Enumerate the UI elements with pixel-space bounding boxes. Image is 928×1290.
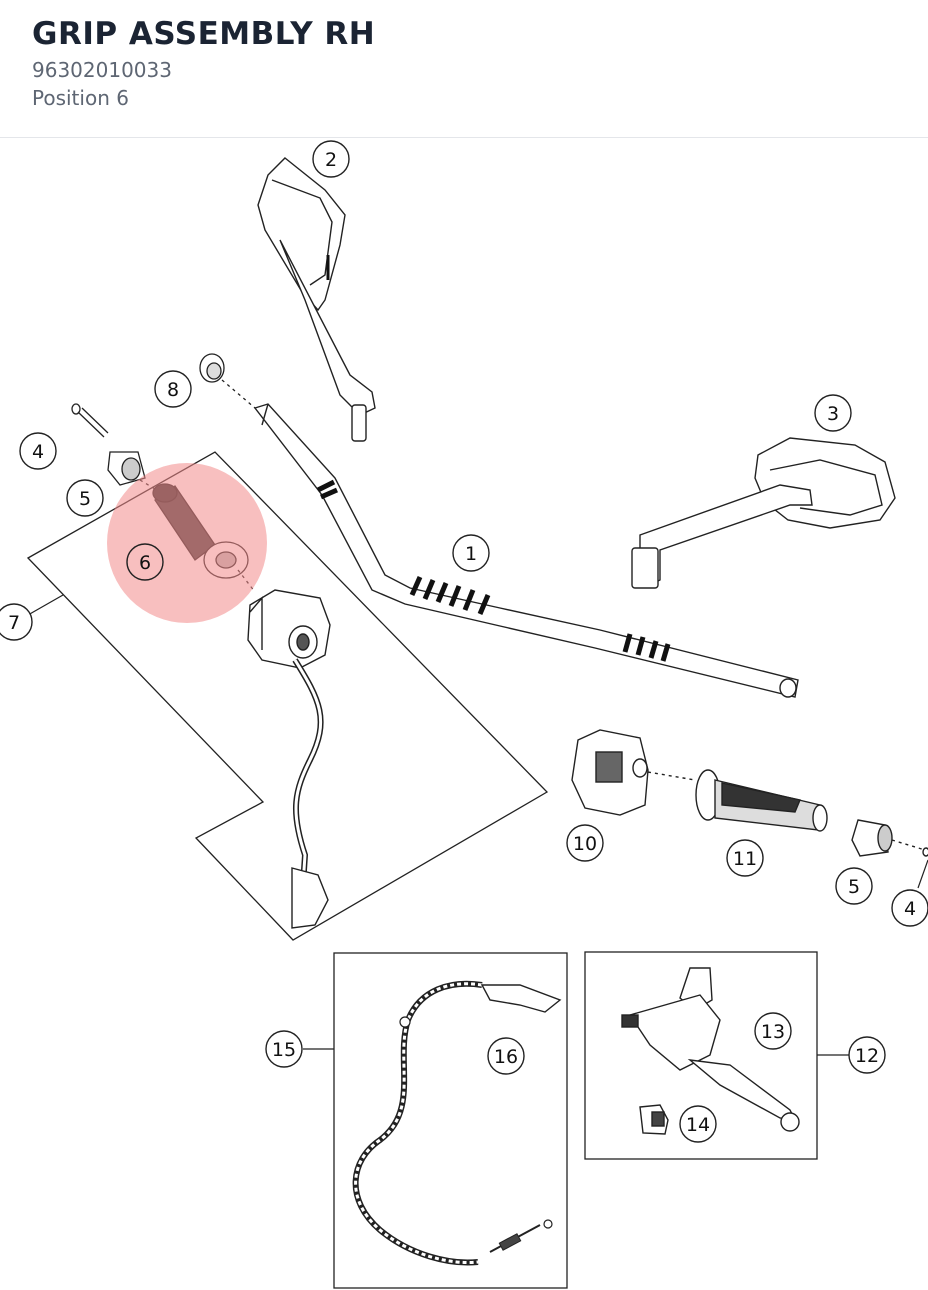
clutch-lever-part — [621, 967, 800, 1135]
callout-3-label: 3 — [827, 403, 839, 425]
switch-left-part — [247, 589, 331, 929]
part-title: GRIP ASSEMBLY RH — [32, 16, 376, 52]
callout-2[interactable]: 2 — [312, 140, 350, 178]
callout-8[interactable]: 8 — [154, 370, 192, 408]
callout-7[interactable]: 7 — [0, 603, 33, 641]
mirror-right-part — [631, 437, 896, 589]
switch-right-part — [571, 729, 696, 816]
callout-11[interactable]: 11 — [726, 839, 764, 877]
callout-15-label: 15 — [272, 1039, 296, 1061]
part-position: Position 6 — [32, 86, 129, 110]
callout-4-left[interactable]: 4 — [19, 432, 57, 470]
callout-10-label: 10 — [573, 833, 597, 855]
clutch-cable-part — [352, 980, 562, 1266]
callout-12[interactable]: 12 — [848, 1036, 886, 1074]
bar-end-cap-part — [199, 353, 256, 409]
callout-2-label: 2 — [325, 149, 337, 171]
callout-3[interactable]: 3 — [814, 394, 852, 432]
callout-1-label: 1 — [465, 543, 477, 565]
callout-13-label: 13 — [761, 1021, 785, 1043]
leader-lines — [27, 594, 928, 1056]
assembly-15-box — [333, 952, 568, 1289]
callout-11-label: 11 — [733, 848, 757, 870]
callout-5-right-label: 5 — [848, 876, 860, 898]
callout-14-label: 14 — [686, 1114, 710, 1136]
assembly-7-outline — [26, 451, 549, 941]
callout-1[interactable]: 1 — [452, 534, 490, 572]
bolt-left-part — [71, 403, 109, 438]
callout-10[interactable]: 10 — [566, 824, 604, 862]
callout-4-right-label: 4 — [904, 898, 916, 920]
callout-8-label: 8 — [167, 379, 179, 401]
callout-16-label: 16 — [494, 1046, 518, 1068]
callout-15[interactable]: 15 — [265, 1030, 303, 1068]
callout-4-left-label: 4 — [32, 441, 44, 463]
callout-7-label: 7 — [8, 612, 20, 634]
callout-5-left-label: 5 — [79, 488, 91, 510]
callout-4-right[interactable]: 4 — [891, 889, 928, 927]
callout-12-label: 12 — [855, 1045, 879, 1067]
callout-6[interactable]: 6 — [126, 543, 164, 581]
mirror-left-part — [257, 157, 376, 442]
part-header: GRIP ASSEMBLY RH 96302010033 Position 6 — [0, 0, 928, 138]
part-number: 96302010033 — [32, 58, 172, 82]
callout-16[interactable]: 16 — [487, 1037, 525, 1075]
callout-5-left[interactable]: 5 — [66, 479, 104, 517]
callout-14[interactable]: 14 — [679, 1105, 717, 1143]
callout-13[interactable]: 13 — [754, 1012, 792, 1050]
callout-6-label: 6 — [139, 552, 151, 574]
position-highlight — [107, 463, 267, 623]
handlebar-part — [253, 403, 799, 698]
grip-right-part — [695, 769, 828, 832]
callout-5-right[interactable]: 5 — [835, 867, 873, 905]
exploded-parts-diagram: 1 2 3 4 4 5 5 6 7 8 10 11 — [0, 140, 928, 1289]
bar-end-weight-left-part — [107, 451, 161, 493]
bar-end-weight-right-part — [851, 819, 928, 857]
